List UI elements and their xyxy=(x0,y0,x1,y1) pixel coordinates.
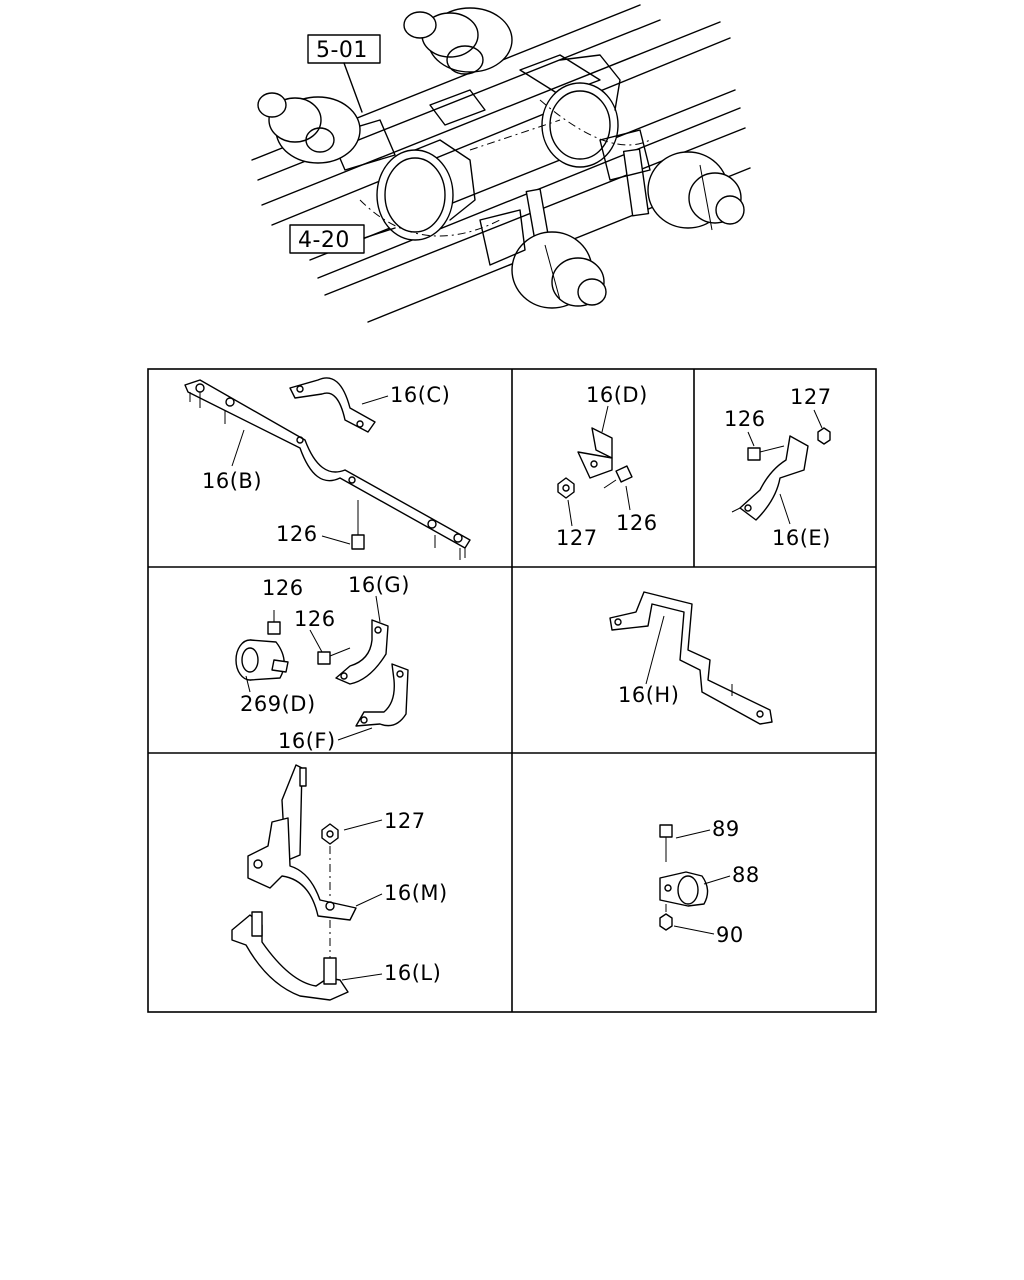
ref-box-5-01 xyxy=(307,34,381,64)
wheel-hub-rear-left xyxy=(403,7,513,75)
panel-16e: 126 127 16(E) xyxy=(724,385,832,550)
parts-grid xyxy=(147,368,877,1013)
differential-housing-rear xyxy=(541,54,621,168)
panel-16d: 16(D) 127 126 xyxy=(556,383,658,550)
label-90: 90 xyxy=(716,923,744,947)
label-126: 126 xyxy=(724,407,766,431)
nut-127 xyxy=(817,427,831,445)
bracket-16b xyxy=(184,379,471,560)
label-16d: 16(D) xyxy=(586,383,648,407)
bracket-16h xyxy=(609,591,773,725)
label-127: 127 xyxy=(556,526,598,550)
nut-127 xyxy=(321,823,339,900)
label-88: 88 xyxy=(732,863,760,887)
panel-16m-16l: 127 16(M) 16(L) xyxy=(231,764,448,1001)
bolt-126 xyxy=(603,465,633,489)
label-16c: 16(C) xyxy=(390,383,450,407)
label-16b: 16(B) xyxy=(202,469,262,493)
clamp-16g xyxy=(335,619,389,685)
ref-label-5-01: 5-01 xyxy=(316,38,368,63)
panel-16h: 16(H) xyxy=(609,591,773,725)
panel-88-89-90: 89 88 90 xyxy=(659,817,760,947)
label-16m: 16(M) xyxy=(384,881,448,905)
clamp-16f xyxy=(355,663,409,727)
bracket-16m xyxy=(247,764,357,921)
bracket-16e xyxy=(731,435,809,521)
nut-127 xyxy=(557,477,575,499)
axle-overview-illustration: 5-01 4-20 xyxy=(251,4,751,323)
ref-box-4-20 xyxy=(289,224,365,254)
label-16l: 16(L) xyxy=(384,961,441,985)
label-126: 126 xyxy=(276,522,318,546)
bolt-89 xyxy=(659,824,673,862)
bolt-126-b xyxy=(317,647,351,665)
bolt-126 xyxy=(351,500,365,550)
ref-label-4-20: 4-20 xyxy=(298,228,350,253)
label-16h: 16(H) xyxy=(618,683,679,707)
bushing-269d xyxy=(235,639,289,681)
wheel-hub-front-right xyxy=(647,151,745,231)
label-126: 126 xyxy=(616,511,658,535)
bolt-126-a xyxy=(267,610,281,635)
label-126-b: 126 xyxy=(294,607,336,631)
label-16g: 16(G) xyxy=(348,573,410,597)
bushing-88 xyxy=(659,871,709,907)
label-127: 127 xyxy=(384,809,426,833)
bolt-126 xyxy=(747,445,785,461)
label-269d: 269(D) xyxy=(240,692,316,716)
panel-16b-16c: 16(C) 16(B) 126 xyxy=(184,377,471,560)
wheel-hub-rear-right xyxy=(511,231,607,309)
panel-16f-16g: 126 16(G) 126 269(D) 16(F) xyxy=(235,573,410,753)
label-16e: 16(E) xyxy=(772,526,831,550)
clamp-16l xyxy=(231,911,349,1001)
differential-housing-front xyxy=(376,139,476,241)
wheel-hub-front-left xyxy=(257,92,361,164)
bracket-16d xyxy=(577,427,613,479)
label-126-a: 126 xyxy=(262,576,304,600)
nut-90 xyxy=(659,904,673,931)
clamp-16c xyxy=(289,377,376,433)
label-89: 89 xyxy=(712,817,740,841)
label-16f: 16(F) xyxy=(278,729,336,753)
label-127: 127 xyxy=(790,385,832,409)
